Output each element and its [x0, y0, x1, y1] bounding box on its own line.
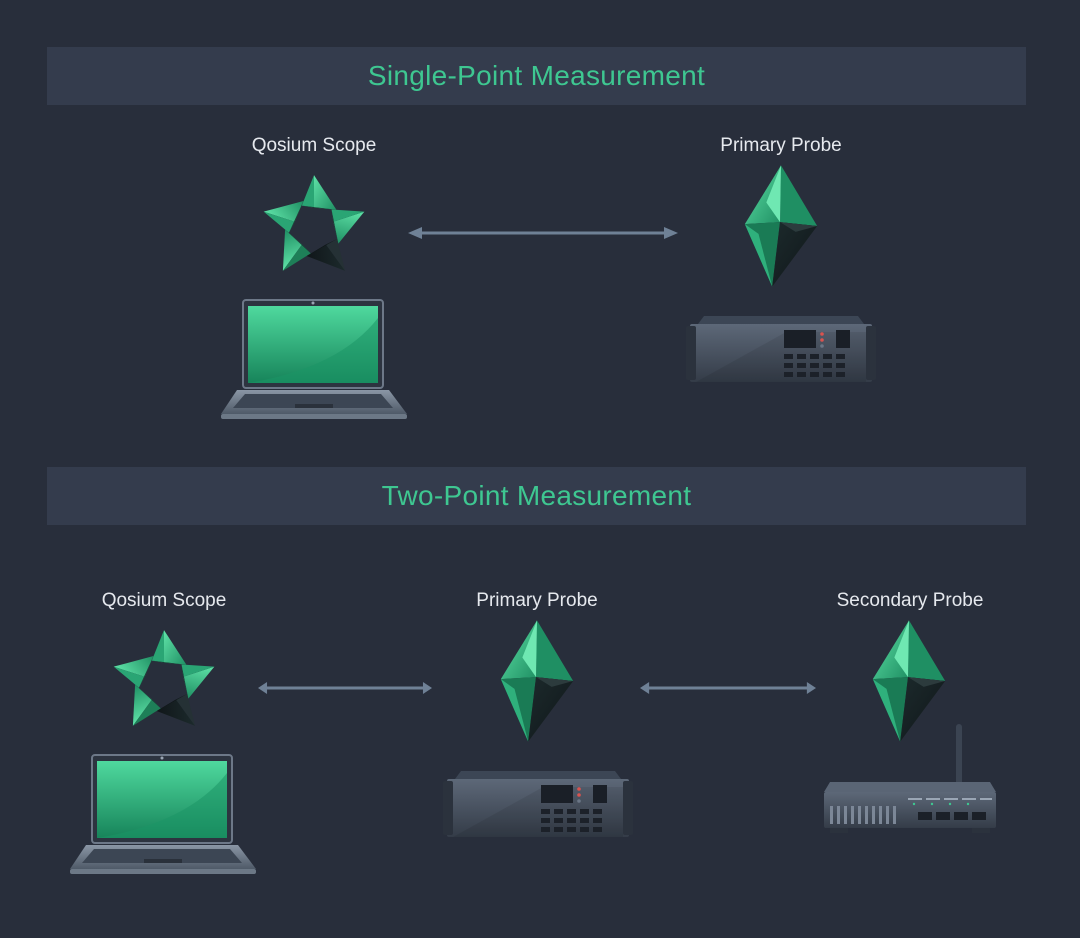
bidirectional-arrow-icon	[408, 225, 678, 241]
rack-server-icon	[443, 769, 633, 841]
pentagon-pinwheel-icon	[108, 626, 220, 738]
laptop-icon	[68, 753, 258, 877]
crystal-diamond-icon	[493, 618, 581, 746]
bidirectional-arrow-icon	[640, 680, 816, 696]
section-title: Two-Point Measurement	[381, 480, 692, 511]
crystal-diamond-icon	[737, 163, 825, 291]
node-label-primary-probe: Primary Probe	[476, 590, 598, 611]
section-banner-single-point: Single-Point Measurement	[47, 47, 1026, 105]
node-label-secondary-probe: Secondary Probe	[836, 590, 984, 611]
pentagon-pinwheel-icon	[258, 171, 370, 283]
node-label-qosium-scope: Qosium Scope	[101, 590, 227, 611]
router-icon	[822, 722, 998, 838]
node-label-primary-probe: Primary Probe	[720, 135, 842, 156]
node-label-qosium-scope: Qosium Scope	[251, 135, 377, 156]
section-banner-two-point: Two-Point Measurement	[47, 467, 1026, 525]
rack-server-icon	[686, 314, 876, 386]
bidirectional-arrow-icon	[258, 680, 432, 696]
laptop-icon	[219, 298, 409, 422]
section-title: Single-Point Measurement	[367, 60, 706, 91]
